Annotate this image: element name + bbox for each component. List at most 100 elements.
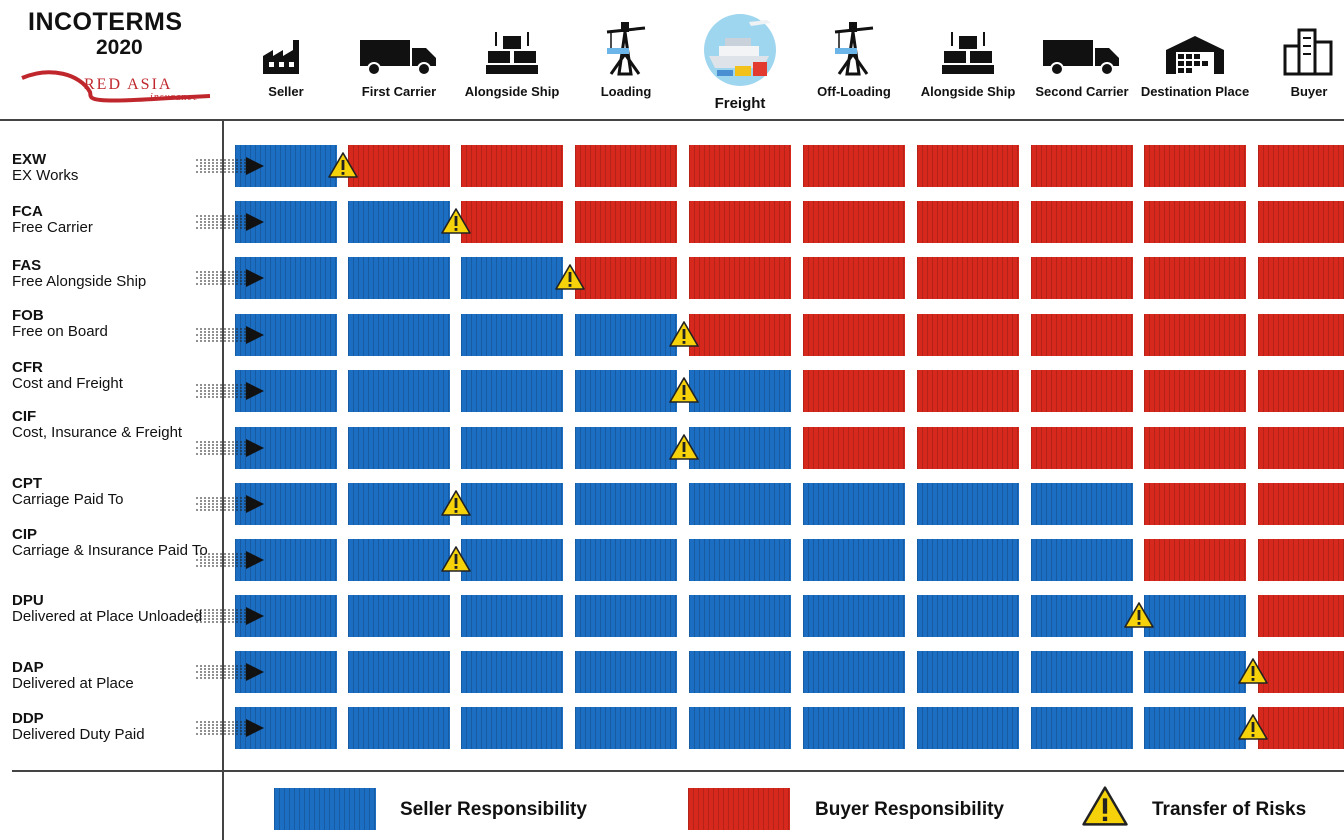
seller-segment <box>575 651 677 693</box>
buyer-segment <box>1031 314 1133 356</box>
term-code: FAS <box>12 257 42 274</box>
seller-segment <box>348 427 450 469</box>
stage-label: Alongside Ship <box>920 84 1016 99</box>
seller-segment <box>689 370 791 412</box>
buyer-segment <box>1144 201 1246 243</box>
seller-segment <box>917 595 1019 637</box>
warning-icon <box>1238 714 1268 740</box>
seller-segment <box>348 314 450 356</box>
seller-segment <box>689 707 791 749</box>
seller-segment <box>461 595 563 637</box>
stage-6: Off-Loading <box>798 14 910 108</box>
term-name: Cost and Freight <box>12 375 123 392</box>
crane-icon <box>798 14 910 76</box>
seller-segment <box>461 257 563 299</box>
stage-label: Alongside Ship <box>464 84 560 99</box>
seller-segment <box>348 651 450 693</box>
buyer-segment <box>689 257 791 299</box>
buyer-segment <box>803 145 905 187</box>
legend-buyer-swatch <box>688 788 790 830</box>
seller-segment <box>461 427 563 469</box>
seller-segment <box>461 314 563 356</box>
seller-segment <box>348 539 450 581</box>
stage-label: Seller <box>268 84 304 99</box>
logo-swoosh-icon <box>21 70 211 103</box>
warning-icon <box>669 321 699 347</box>
seller-segment <box>803 483 905 525</box>
factory-icon <box>230 14 342 76</box>
term-name: Delivered at Place Unloaded <box>12 608 203 625</box>
buyer-segment <box>1144 314 1246 356</box>
term-name: Carriage Paid To <box>12 491 124 508</box>
buyer-segment <box>1144 257 1246 299</box>
buyer-segment <box>803 314 905 356</box>
seller-segment <box>803 707 905 749</box>
term-name: Delivered Duty Paid <box>12 726 145 743</box>
seller-segment <box>575 314 677 356</box>
term-name: Delivered at Place <box>12 675 134 692</box>
warning-icon <box>1124 602 1154 628</box>
stage-label: Freight <box>714 95 766 112</box>
buyer-segment <box>1031 145 1133 187</box>
title: INCOTERMS <box>28 8 183 36</box>
arrow-icon <box>196 715 278 746</box>
divider-top <box>0 119 1344 121</box>
buyer-segment <box>461 145 563 187</box>
warning-icon <box>441 546 471 572</box>
stage-8: Second Carrier <box>1026 14 1138 108</box>
term-code: DPU <box>12 592 44 609</box>
divider-bottom <box>12 770 1344 772</box>
seller-segment <box>348 201 450 243</box>
seller-segment <box>348 707 450 749</box>
buyer-segment <box>1031 427 1133 469</box>
warning-icon <box>1238 658 1268 684</box>
term-code: FCA <box>12 203 43 220</box>
buyer-segment <box>1258 370 1344 412</box>
buyer-segment <box>803 257 905 299</box>
stage-7: Alongside Ship <box>912 14 1024 108</box>
stage-label: Second Carrier <box>1035 84 1129 99</box>
seller-segment <box>575 595 677 637</box>
seller-segment <box>575 483 677 525</box>
buyer-segment <box>1031 201 1133 243</box>
warning-icon <box>669 377 699 403</box>
seller-segment <box>1031 651 1133 693</box>
warning-icon <box>441 490 471 516</box>
stage-label: Destination Place <box>1140 84 1250 99</box>
term-code: CIF <box>12 408 37 425</box>
logo-text: RED ASIA <box>84 76 173 93</box>
buyer-segment <box>1258 145 1344 187</box>
seller-segment <box>1144 595 1246 637</box>
seller-segment <box>575 427 677 469</box>
stage-5: Freight <box>684 6 796 120</box>
stage-4: Loading <box>570 14 682 108</box>
seller-segment <box>348 595 450 637</box>
truck-icon <box>343 14 455 76</box>
arrow-icon <box>196 209 278 240</box>
legend-risk-label: Transfer of Risks <box>1152 799 1307 820</box>
stage-label: First Carrier <box>361 84 437 99</box>
logo-subtext: insurance <box>150 92 199 103</box>
stage-2: First Carrier <box>343 14 455 108</box>
seller-segment <box>461 707 563 749</box>
building-icon <box>1253 14 1344 76</box>
buyer-segment <box>1144 427 1246 469</box>
arrow-icon <box>196 265 278 296</box>
warning-icon <box>441 208 471 234</box>
stage-label: Loading <box>600 84 652 99</box>
legend-buyer-label: Buyer Responsibility <box>815 799 1004 820</box>
stage-9: Destination Place <box>1139 14 1251 108</box>
divider-vertical <box>222 121 224 840</box>
buyer-segment <box>803 370 905 412</box>
buyer-segment <box>917 145 1019 187</box>
buyer-segment <box>461 201 563 243</box>
buyer-segment <box>1144 483 1246 525</box>
seller-segment <box>575 539 677 581</box>
term-code: DAP <box>12 659 44 676</box>
seller-segment <box>689 539 791 581</box>
seller-segment <box>803 651 905 693</box>
